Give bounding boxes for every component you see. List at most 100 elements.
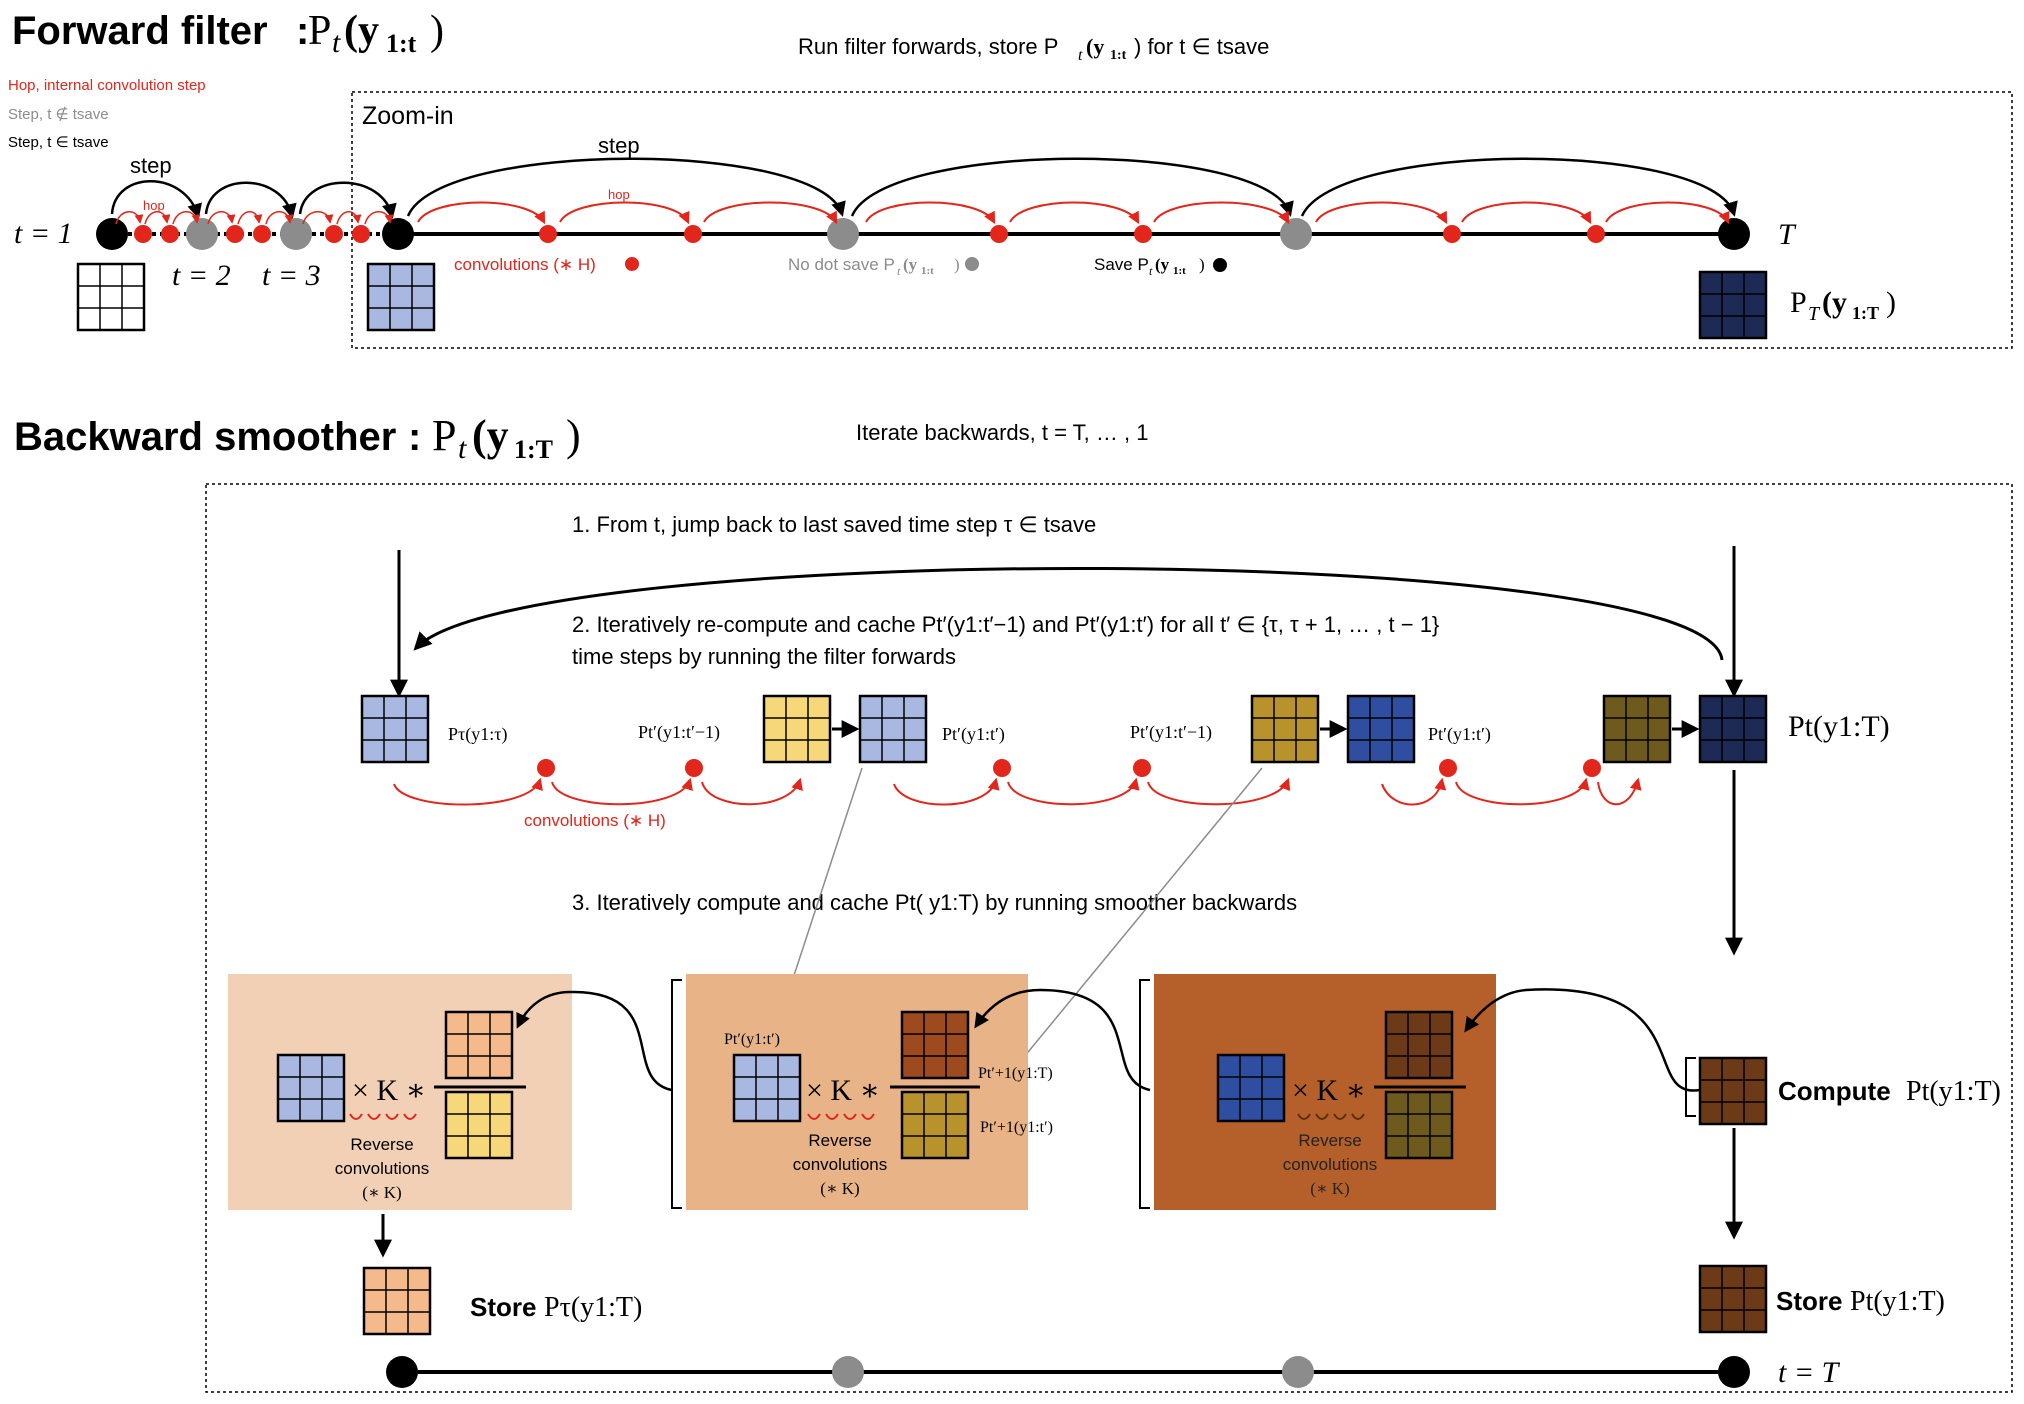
- timeline-dot-unsaved: [1282, 1356, 1314, 1388]
- timeline-dot-unsaved: [827, 218, 859, 250]
- svg-text:1:t: 1:t: [1110, 48, 1127, 63]
- backward-title: Backward smoother : P t (y 1:T ): [14, 411, 581, 465]
- zoom-in-box: [351, 91, 2013, 349]
- mini-timeline: step hop t = 1 t = 2 t = 3: [14, 153, 414, 292]
- compute-math: Pt(y1:T): [1906, 1076, 2001, 1107]
- hop-dot: [161, 225, 179, 243]
- hop-dot: [1134, 225, 1152, 243]
- forward-run-text: Run filter forwards, store P t (y 1:t ) …: [798, 34, 1269, 64]
- svg-text:t: t: [1078, 47, 1083, 64]
- svg-text:t: t: [458, 432, 467, 465]
- svg-text:1:T: 1:T: [514, 435, 553, 464]
- svg-text:T: T: [1808, 303, 1821, 325]
- backward-box: [205, 483, 2013, 1393]
- recompute-convolutions: convolutions (∗ H): [393, 759, 1642, 830]
- legend-step-saved: Step, t ∈ tsave: [8, 134, 109, 151]
- svg-text:(y: (y: [344, 8, 379, 54]
- label-p-tp-minus-b: Pt′(y1:t′−1): [1130, 722, 1212, 743]
- svg-text:Reverse: Reverse: [1298, 1131, 1361, 1150]
- legend-hop: Hop, internal convolution step: [8, 77, 206, 94]
- hop-dot: [685, 759, 703, 777]
- svg-text:Pt′+1(y1:T): Pt′+1(y1:T): [978, 1065, 1053, 1082]
- hop-dot: [990, 225, 1008, 243]
- grid-dark-navy: [1698, 270, 1768, 340]
- grid-store-right: [1698, 1264, 1768, 1334]
- svg-text:): ): [566, 411, 581, 460]
- svg-text:t: t: [1149, 264, 1153, 278]
- svg-text:convolutions: convolutions: [335, 1159, 430, 1178]
- grid-empty: [76, 262, 146, 332]
- svg-text:× K ∗: × K ∗: [352, 1074, 426, 1107]
- panel-mid-contents: × K ∗ Reverse convolutions (∗ K) Pt′(y1:…: [724, 1010, 1053, 1198]
- svg-text:No dot save P: No dot save P: [788, 255, 895, 274]
- grid-dark-navy-2: [1698, 694, 1768, 764]
- store-right-math: Pt(y1:T): [1850, 1286, 1945, 1317]
- PT-label: P T (y 1:T ): [1790, 286, 1896, 325]
- svg-text:t: t: [332, 26, 341, 59]
- svg-text:): ): [1199, 255, 1205, 274]
- timeline-dot-unsaved: [1280, 218, 1312, 250]
- svg-text:Reverse: Reverse: [350, 1135, 413, 1154]
- zoom-hop-label: hop: [608, 187, 630, 202]
- svg-text:) for t ∈ tsave: ) for t ∈ tsave: [1134, 34, 1269, 59]
- svg-text::: :: [408, 415, 421, 459]
- mini-step-label: step: [130, 153, 172, 178]
- svg-text:× K ∗: × K ∗: [1292, 1074, 1366, 1107]
- label-p-t-T: Pt(y1:T): [1788, 710, 1890, 743]
- zoom-step-label: step: [598, 133, 640, 158]
- store-right-word: Store: [1776, 1286, 1842, 1316]
- grid-p-tau: [360, 694, 430, 764]
- svg-text:Reverse: Reverse: [808, 1131, 871, 1150]
- hop-dot: [1583, 759, 1601, 777]
- grid-mid-blue: [1346, 694, 1416, 764]
- hop-dot: [1133, 759, 1151, 777]
- hop-dot: [539, 225, 557, 243]
- no-dot-save-label: No dot save P t (y 1:t ): [788, 255, 979, 278]
- svg-text:(y: (y: [472, 411, 509, 460]
- svg-text:Pt′(y1:t′): Pt′(y1:t′): [724, 1031, 780, 1048]
- timeline-dot-T: [1718, 1356, 1750, 1388]
- grid-compute: [1698, 1056, 1768, 1126]
- store-left-math: Pτ(y1:T): [544, 1292, 642, 1323]
- grid-light-blue: [366, 262, 436, 332]
- grid-light-blue-2: [858, 694, 928, 764]
- timeline-dot-t3: [280, 218, 312, 250]
- svg-text:convolutions: convolutions: [793, 1155, 888, 1174]
- svg-text:(y: (y: [1086, 34, 1104, 59]
- step2-line2: time steps by running the filter forward…: [572, 644, 956, 669]
- store-left-word: Store: [470, 1292, 536, 1322]
- label-p-tau: Pτ(y1:τ): [448, 724, 507, 745]
- svg-text:Pt′+1(y1:t′): Pt′+1(y1:t′): [980, 1119, 1053, 1136]
- hop-dot: [684, 225, 702, 243]
- svg-text:convolutions: convolutions: [1283, 1155, 1378, 1174]
- svg-text:Run filter forwards, store P: Run filter forwards, store P: [798, 34, 1058, 59]
- legend-step-not-saved: Step, t ∉ tsave: [8, 106, 109, 123]
- tT-label: t = T: [1778, 1356, 1841, 1389]
- hop-dot: [1587, 225, 1605, 243]
- forward-title: Forward filter : P t (y 1:t ): [12, 8, 444, 59]
- iterate-text: Iterate backwards, t = T, … , 1: [856, 420, 1148, 445]
- svg-text:1:t: 1:t: [1173, 265, 1186, 277]
- timeline-dot-T: [1718, 218, 1750, 250]
- svg-text:): ): [954, 255, 960, 274]
- grid-store-left: [362, 1266, 432, 1336]
- panel-light-contents: × K ∗ Reverse convolutions (∗ K): [276, 1010, 526, 1202]
- T-label: T: [1778, 218, 1797, 251]
- bottom-timeline: t = T: [386, 1356, 1841, 1389]
- hop-dot: [1443, 225, 1461, 243]
- hop-dot: [537, 759, 555, 777]
- svg-text:P: P: [432, 411, 456, 460]
- jump-back-arrow: [413, 566, 1724, 661]
- svg-text:(y: (y: [1822, 286, 1847, 319]
- svg-text:P: P: [1790, 286, 1807, 319]
- svg-text:): ): [430, 8, 444, 54]
- hop-dot: [325, 225, 343, 243]
- timeline-dot-tau: [386, 1356, 418, 1388]
- svg-text:× K ∗: × K ∗: [806, 1074, 880, 1107]
- label-p-tp-minus-a: Pt′(y1:t′−1): [638, 722, 720, 743]
- timeline-dot-t2: [186, 218, 218, 250]
- hop-dot: [993, 759, 1011, 777]
- hop-dot: [253, 225, 271, 243]
- step3-text: 3. Iteratively compute and cache Pt( y1:…: [572, 890, 1297, 915]
